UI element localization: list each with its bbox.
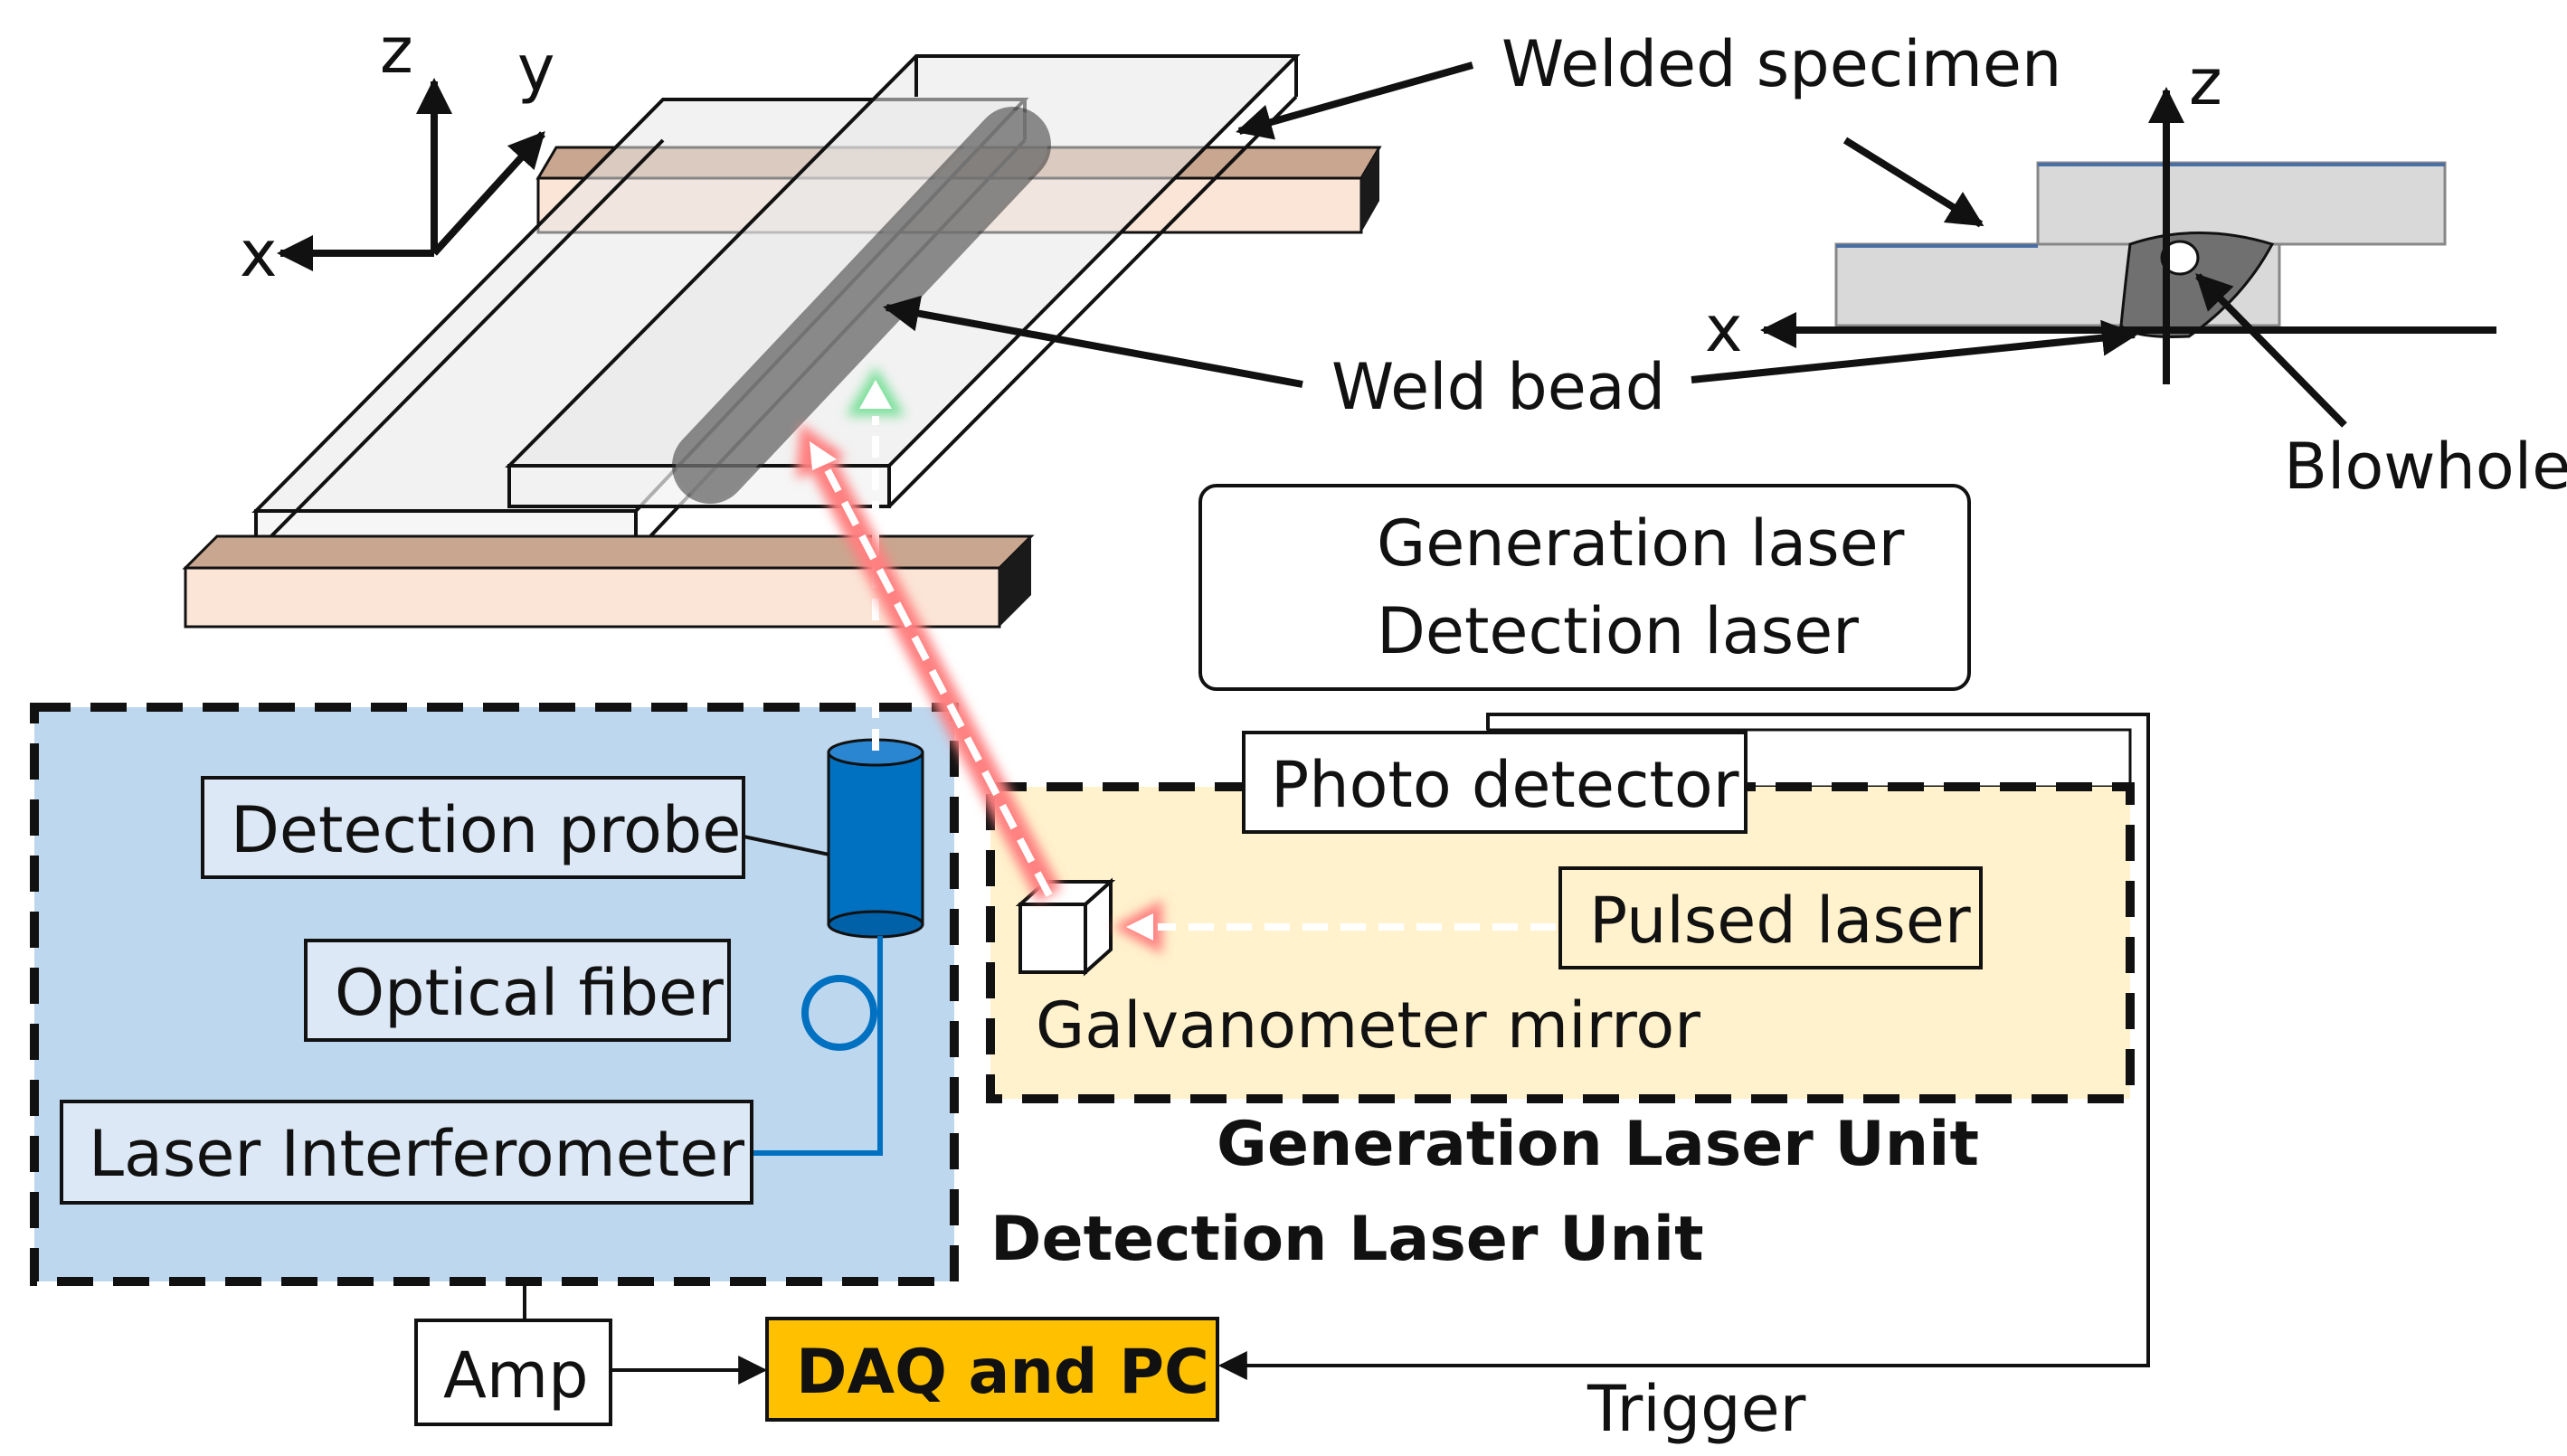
daq-pc-box — [765, 1317, 1219, 1422]
amp-label: Amp — [443, 1338, 589, 1413]
detection-probe-cylinder — [827, 738, 924, 939]
optical-fiber-label: Optical fiber — [335, 956, 724, 1030]
main-axes: z y x — [240, 14, 554, 291]
galvanometer-cube — [1015, 877, 1116, 977]
photo-detector-label: Photo detector — [1271, 748, 1739, 822]
axis-z-label: z — [380, 14, 413, 88]
legend-detection-swatch — [1248, 617, 1361, 644]
fiber-loop — [801, 975, 877, 1051]
laser-interferometer-label: Laser Interferometer — [89, 1117, 744, 1191]
axis-y-label: y — [517, 32, 554, 106]
cross-axis-x-label: x — [1705, 292, 1742, 366]
legend-detection-label: Detection laser — [1377, 594, 1859, 668]
weld-bead-3d — [672, 107, 1051, 504]
legend-generation-label: Generation laser — [1377, 506, 1905, 581]
detection-laser-unit-label: Detection Laser Unit — [990, 1204, 1704, 1275]
galvanometer-mirror-label: Galvanometer mirror — [1036, 988, 1700, 1063]
trigger-label: Trigger — [1587, 1372, 1806, 1446]
cross-axis-z-label: z — [2189, 45, 2222, 119]
daq-pc-label: DAQ and PC — [796, 1337, 1209, 1408]
generation-laser-unit-label: Generation Laser Unit — [1217, 1109, 1979, 1180]
generation-laser-unit: Photo detector Pulsed laser Galvanometer… — [986, 728, 2135, 1103]
amp-box — [414, 1319, 612, 1426]
cross-section: z x Blowhole — [1691, 45, 2567, 504]
detection-laser-unit: Detection probe Optical fiber Laser Inte… — [30, 703, 959, 1286]
generation-laser-beam — [796, 423, 1556, 954]
welded-specimen-label: Welded specimen — [1501, 27, 2061, 101]
detection-probe-label: Detection probe — [231, 793, 741, 867]
blowhole-void — [2160, 240, 2200, 276]
weld-bead-label: Weld bead — [1331, 350, 1665, 424]
blowhole-label: Blowhole — [2284, 430, 2567, 504]
legend-generation-swatch — [1248, 529, 1361, 556]
pulsed-laser-label: Pulsed laser — [1589, 884, 1971, 958]
legend: Generation laser Detection laser — [1198, 484, 1971, 691]
welded-specimen-3d — [182, 54, 1382, 629]
optical-fiber-line — [753, 936, 883, 1156]
axis-x-label: x — [240, 217, 277, 291]
